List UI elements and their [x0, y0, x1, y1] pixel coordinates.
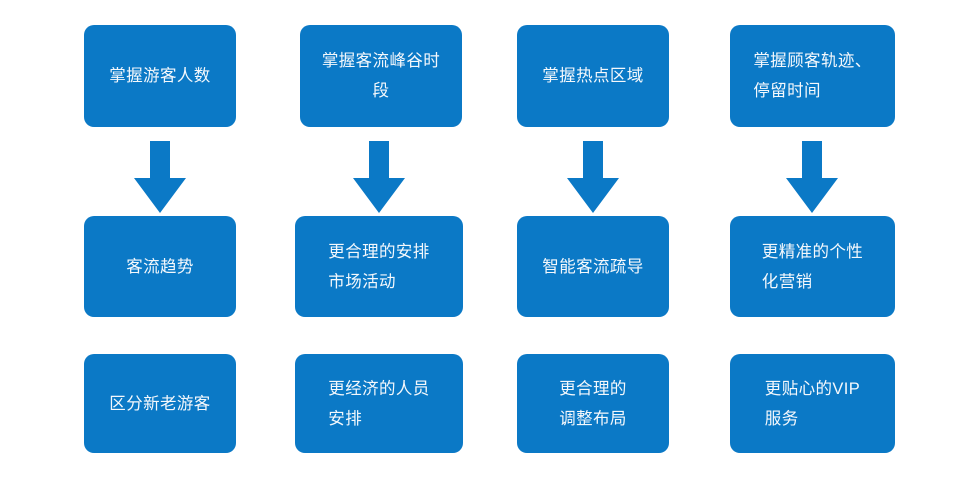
node-r1c2[interactable]: 掌握客流峰谷时段 — [300, 25, 462, 127]
node-label-r3c1: 区分新老游客 — [109, 394, 211, 413]
node-label-r2c3: 智能客流疏导 — [542, 257, 644, 276]
arrow-down-icon-a4 — [786, 141, 838, 213]
node-label-r1c2: 掌握客流峰谷时段 — [321, 52, 441, 100]
node-label-r2c2: 更合理的安排 市场活动 — [328, 242, 430, 291]
node-r3c4[interactable]: 更贴心的VIP 服务 — [730, 354, 895, 453]
node-r3c3[interactable]: 更合理的 调整布局 — [517, 354, 669, 453]
node-r2c3[interactable]: 智能客流疏导 — [517, 216, 669, 317]
node-label-r2c1: 客流趋势 — [126, 257, 194, 276]
arrow-down-icon-a2 — [353, 141, 405, 213]
node-label-r3c2: 更经济的人员 安排 — [328, 379, 430, 428]
node-r1c4[interactable]: 掌握顾客轨迹、 停留时间 — [730, 25, 895, 127]
node-label-r3c3: 更合理的 调整布局 — [559, 379, 627, 428]
node-r2c4[interactable]: 更精准的个性 化营销 — [730, 216, 895, 317]
node-label-r3c4: 更贴心的VIP 服务 — [764, 379, 861, 428]
node-label-r1c3: 掌握热点区域 — [542, 67, 644, 85]
node-r3c2[interactable]: 更经济的人员 安排 — [295, 354, 463, 453]
arrow-down-icon-a1 — [134, 141, 186, 213]
node-label-r2c4: 更精准的个性 化营销 — [761, 242, 864, 291]
node-r2c2[interactable]: 更合理的安排 市场活动 — [295, 216, 463, 317]
node-r3c1[interactable]: 区分新老游客 — [84, 354, 236, 453]
node-r1c3[interactable]: 掌握热点区域 — [517, 25, 669, 127]
node-r2c1[interactable]: 客流趋势 — [84, 216, 236, 317]
arrow-down-icon-a3 — [567, 141, 619, 213]
node-label-r1c1: 掌握游客人数 — [109, 67, 211, 85]
node-label-r1c4: 掌握顾客轨迹、 停留时间 — [753, 52, 872, 100]
node-r1c1[interactable]: 掌握游客人数 — [84, 25, 236, 127]
